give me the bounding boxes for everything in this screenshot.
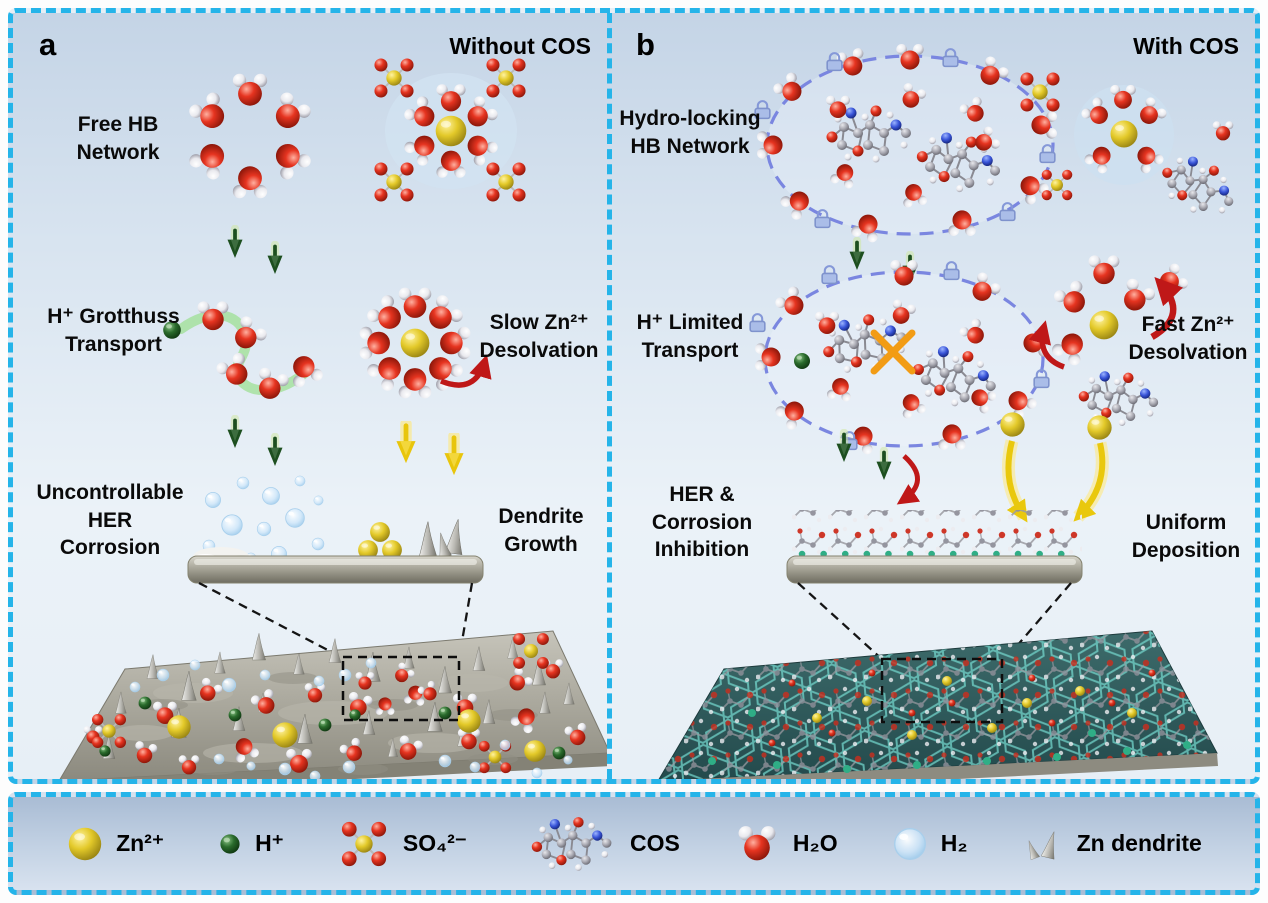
proton-icon xyxy=(220,833,240,854)
legend-label-zn-dendrite: Zn dendrite xyxy=(1076,830,1202,856)
panel-a-graphics xyxy=(59,57,607,779)
panel-a-letter: a xyxy=(39,27,57,62)
legend-label-hydrogen-gas: H₂ xyxy=(940,830,968,856)
panel-b: b With COS Hydro-locking HB Network H⁺ L… xyxy=(612,13,1255,779)
label-dendrite-growth: Dendrite Growth xyxy=(498,505,584,556)
legend-item-hydrogen-gas: H₂ xyxy=(891,825,968,863)
legend-item-cos: COS xyxy=(520,810,680,878)
panel-a-title: Without COS xyxy=(449,33,591,59)
proton-arrows-2 xyxy=(228,419,283,466)
zn-deposit-arrows xyxy=(396,424,463,475)
zoom-rect xyxy=(880,657,1004,724)
surface-zn-dots xyxy=(812,676,1137,740)
limited-transport-network xyxy=(749,260,1050,456)
label-hydro-locking: Hydro-locking HB Network xyxy=(619,107,761,158)
label-limited-transport: H⁺ Limited Transport xyxy=(636,311,744,362)
electrode-highlight xyxy=(793,559,1076,565)
grotthuss-chain xyxy=(163,301,325,404)
label-uniform-deposition: Uniform Deposition xyxy=(1131,511,1241,562)
legend-label-cos: COS xyxy=(629,830,680,856)
label-fast-desolvation: Fast Zn²⁺ Desolvation xyxy=(1128,313,1248,364)
panel-b-graphics xyxy=(658,44,1246,779)
fast-desolvation-cluster xyxy=(1028,255,1191,432)
proton-arrows-1 xyxy=(228,229,283,274)
sulfate-icon xyxy=(340,820,388,867)
proton-arrows-2 xyxy=(837,433,921,505)
hydro-locking-network xyxy=(754,44,1057,244)
legend-item-zn-ion: Zn²⁺ xyxy=(66,825,164,863)
label-her-inhibition: HER & Corrosion Inhibition xyxy=(651,483,753,562)
zn-cos-solvation xyxy=(1019,71,1246,229)
label-slow-desolvation: Slow Zn²⁺ Desolvation xyxy=(479,311,599,362)
zn-nuclei-cluster xyxy=(358,522,402,560)
slow-desolvation-cluster xyxy=(359,287,492,399)
label-her-corrosion: Uncontrollable HER Corrosion xyxy=(36,481,184,560)
blocked-x-mark xyxy=(870,329,916,375)
cos-molecule-icon xyxy=(530,815,613,872)
legend-label-proton: H⁺ xyxy=(255,830,284,856)
legend-item-water: H₂O xyxy=(733,821,838,866)
electrode-highlight xyxy=(194,559,477,565)
dendrite-spikes-electrode xyxy=(419,517,468,558)
zn-solvation-shell xyxy=(373,57,527,203)
zinc-surface-protected xyxy=(658,630,1218,779)
label-free-hb: Free HB Network xyxy=(76,113,160,164)
panel-divider xyxy=(607,13,612,779)
legend-item-sulfate: SO₄²⁻ xyxy=(337,817,467,871)
zoom-guides xyxy=(797,582,1072,662)
legend-label-water: H₂O xyxy=(792,830,838,856)
adsorbed-cos-layer xyxy=(792,510,1082,558)
label-grotthuss: H⁺ Grotthuss Transport xyxy=(47,305,180,356)
free-hb-water-ring xyxy=(186,73,314,199)
legend-item-zn-dendrite: Zn dendrite xyxy=(1021,822,1202,866)
zinc-surface-corroded xyxy=(59,630,607,779)
legend-label-sulfate: SO₄²⁻ xyxy=(402,830,467,856)
zn-ion-icon xyxy=(68,827,102,860)
legend: Zn²⁺ H⁺ SO₄²⁻ COS H₂O H₂ Zn dendrite xyxy=(8,792,1260,895)
main-schematic-box: a Without COS Free HB Network H⁺ Grotthu… xyxy=(8,8,1260,784)
water-icon xyxy=(738,826,776,861)
legend-item-proton: H⁺ xyxy=(217,830,284,857)
h2-bubble-icon xyxy=(893,827,926,860)
panel-a: a Without COS Free HB Network H⁺ Grotthu… xyxy=(13,13,607,779)
zn-dendrite-icon xyxy=(1023,829,1061,860)
surface-oxygen-dots xyxy=(768,669,1156,747)
legend-label-zn-ion: Zn²⁺ xyxy=(116,830,164,856)
panel-b-title: With COS xyxy=(1133,33,1239,59)
surface-anchor-dots xyxy=(708,709,1191,773)
zn-deposition-arrows xyxy=(1000,412,1112,523)
panel-b-letter: b xyxy=(636,27,655,62)
